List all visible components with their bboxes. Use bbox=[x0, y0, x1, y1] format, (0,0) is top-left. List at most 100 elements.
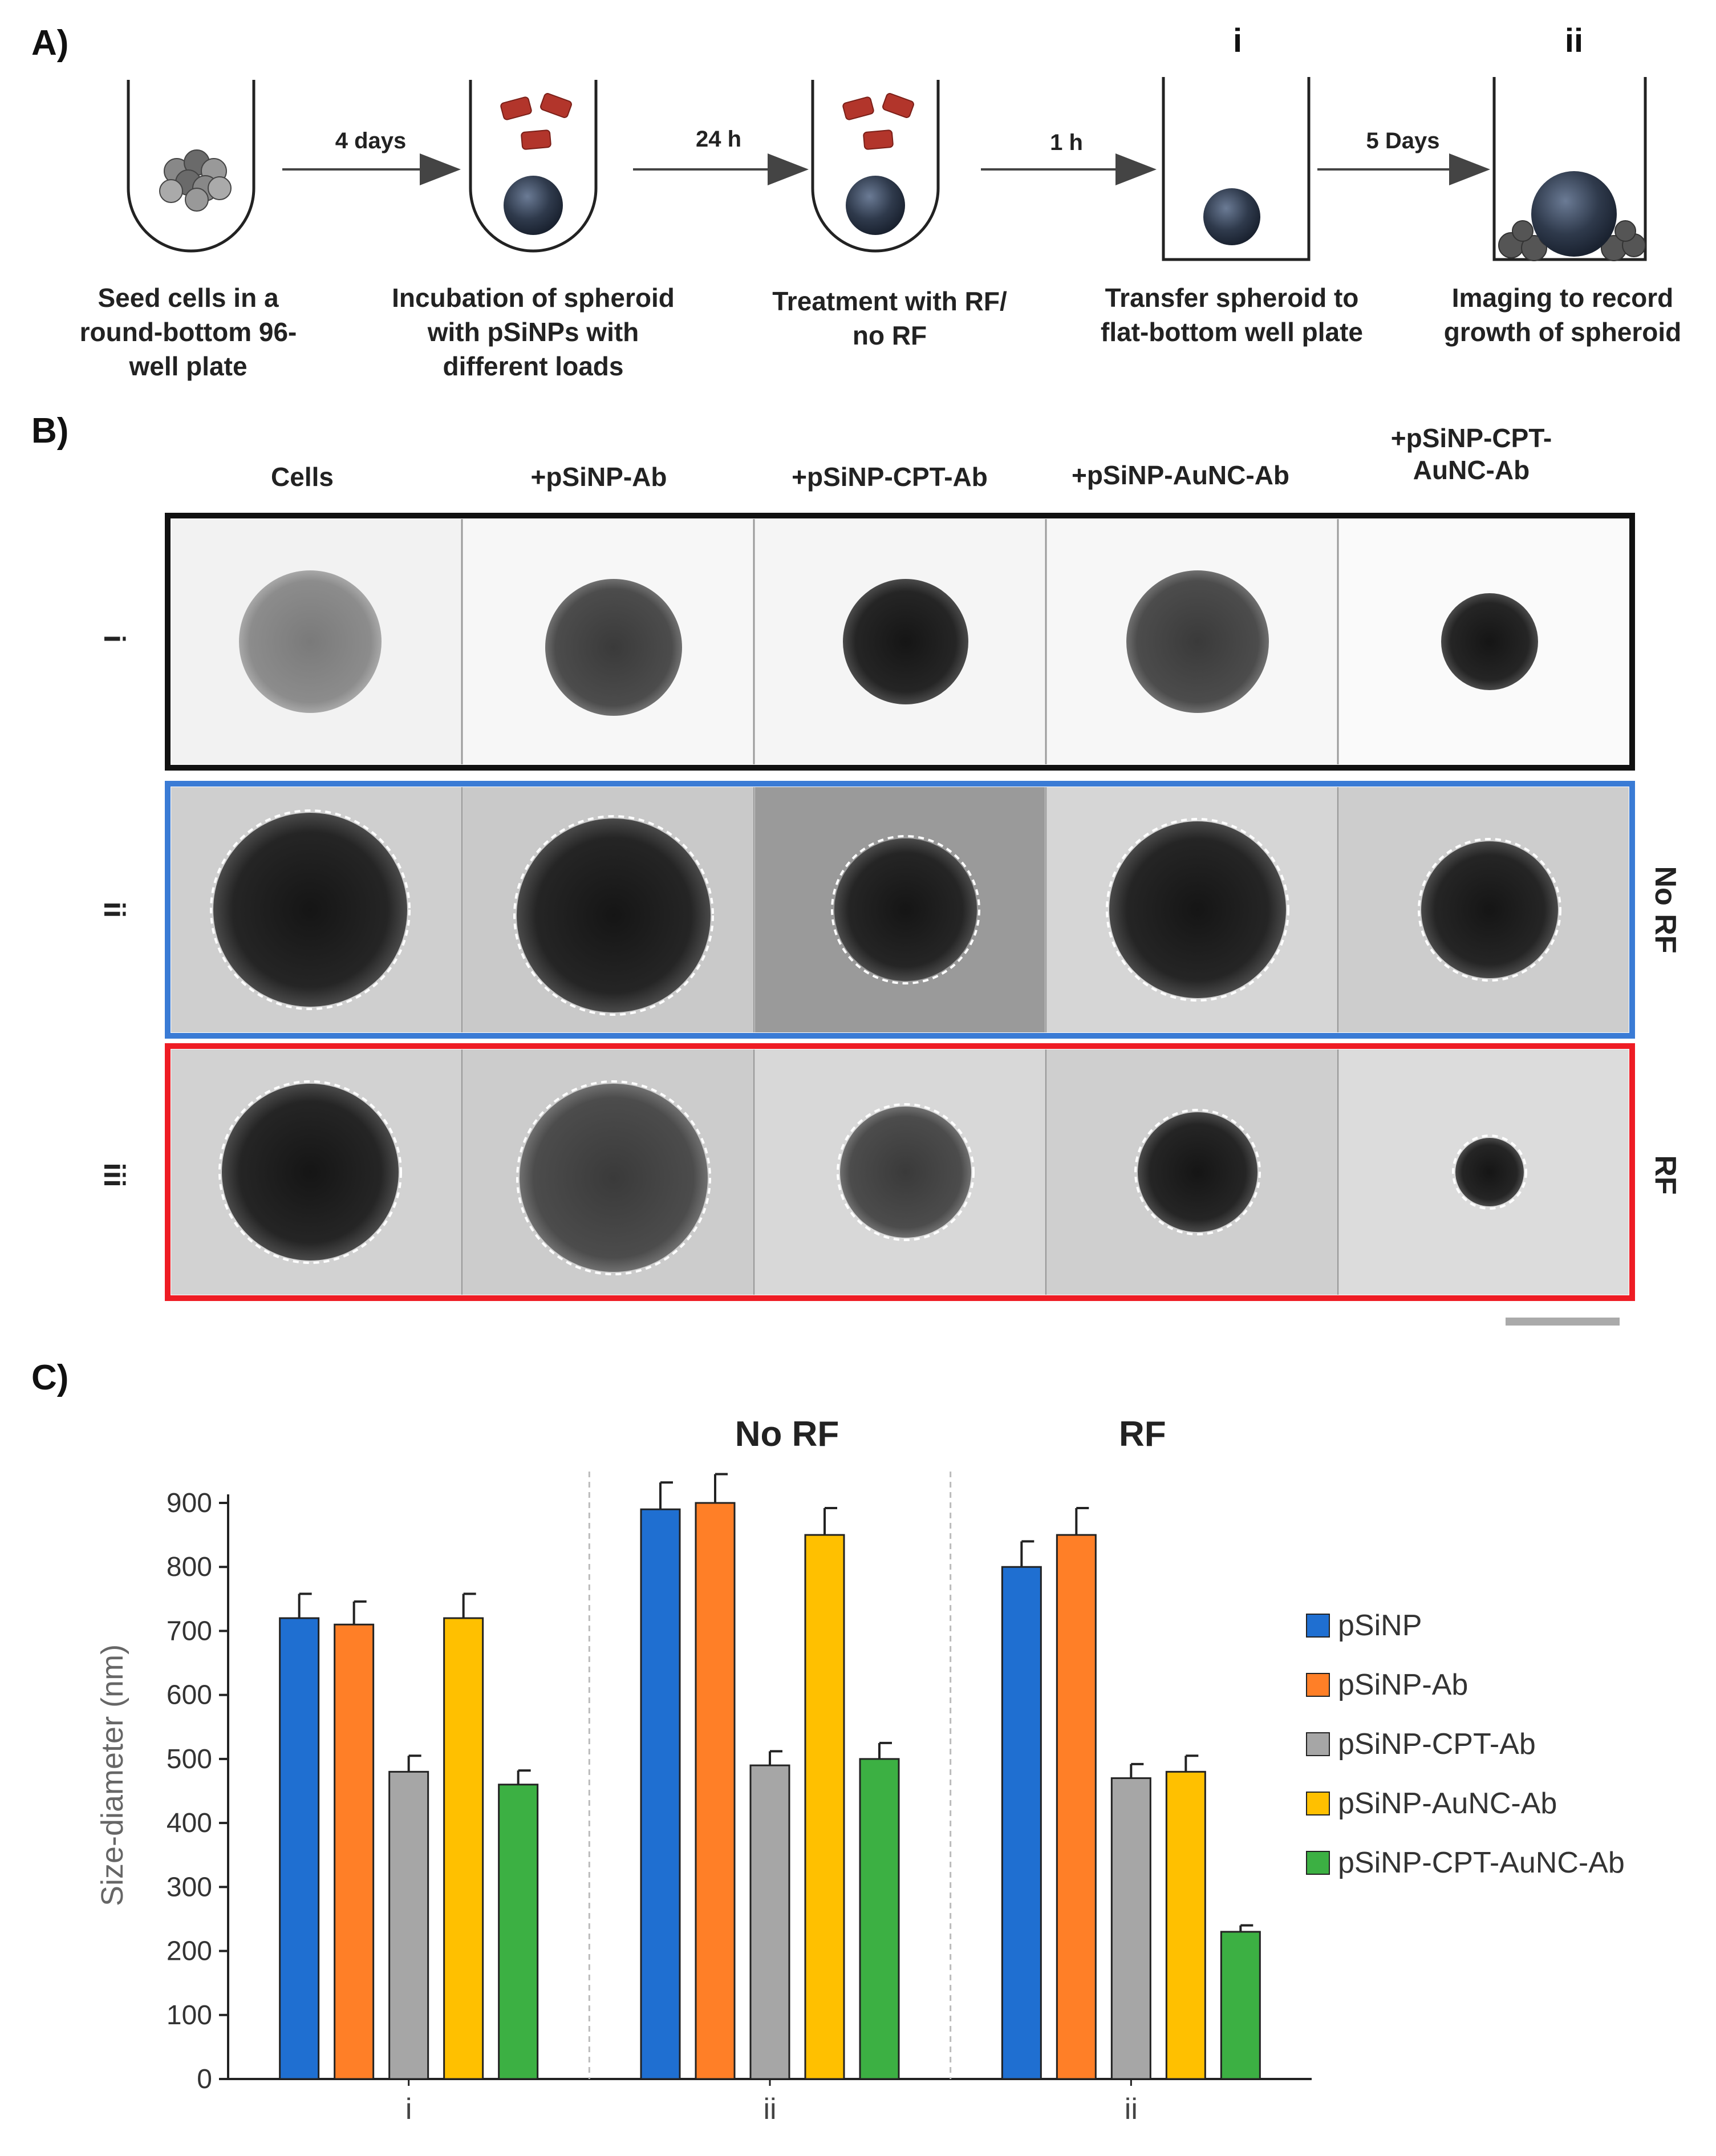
y-tick-label: 500 bbox=[167, 1744, 212, 1774]
spheroid-outline-ii-4 bbox=[1106, 818, 1289, 1002]
legend-label: pSiNP-CPT-Ab bbox=[1338, 1728, 1536, 1761]
y-tick-label: 300 bbox=[167, 1872, 212, 1902]
spheroid-outline-ii-3 bbox=[831, 835, 980, 984]
seed-cells bbox=[159, 149, 232, 212]
bar-pSiNP-AuNC-Ab-1 bbox=[443, 1617, 484, 2080]
legend-swatch bbox=[1306, 1792, 1330, 1815]
legend-label: pSiNP bbox=[1338, 1609, 1422, 1642]
spheroid-ii-3 bbox=[834, 838, 977, 981]
legend-item: pSiNP-Ab bbox=[1306, 1668, 1468, 1702]
row-roman-iii: iii bbox=[98, 1162, 131, 1188]
spheroid-outline-ii-5 bbox=[1418, 838, 1561, 982]
legend-label: pSiNP-AuNC-Ab bbox=[1338, 1787, 1557, 1820]
legend-item: pSiNP-AuNC-Ab bbox=[1306, 1786, 1557, 1821]
y-tick-label: 800 bbox=[167, 1552, 212, 1582]
y-tick-label: 100 bbox=[167, 2000, 212, 2031]
spheroid-outline-ii-1 bbox=[210, 809, 411, 1010]
bar-pSiNP-3 bbox=[1001, 1566, 1042, 2080]
well-flat-4 bbox=[1162, 77, 1311, 261]
spheroid-iii-4 bbox=[1138, 1112, 1257, 1232]
bar-pSiNP-CPT-Ab-1 bbox=[388, 1770, 429, 2080]
arrow-label-2: 24 h bbox=[695, 127, 742, 152]
x-tick-label: i bbox=[405, 2093, 412, 2126]
legend-label: pSiNP-CPT-AuNC-Ab bbox=[1338, 1846, 1625, 1879]
step-caption-3: Treatment with RF/ no RF bbox=[772, 286, 1007, 350]
arrow-label-3: 1 h bbox=[1050, 130, 1083, 155]
y-tick-label: 400 bbox=[167, 1808, 212, 1838]
arrow-label-4: 5 Days bbox=[1366, 128, 1440, 153]
bar-pSiNP-CPT-AuNC-Ab-1 bbox=[498, 1784, 539, 2080]
spheroid-3 bbox=[846, 176, 905, 235]
row-roman-ii: ii bbox=[98, 901, 131, 918]
bar-pSiNP-Ab-1 bbox=[334, 1623, 375, 2080]
col-head-psinp-cpt-ab: +pSiNP-CPT-Ab bbox=[792, 462, 988, 492]
arrow-label-1: 4 days bbox=[335, 128, 407, 153]
well-round-1 bbox=[127, 80, 255, 253]
bar-pSiNP-CPT-Ab-3 bbox=[1110, 1777, 1151, 2080]
spheroid-i-2 bbox=[545, 579, 682, 716]
spheroid-ii-2 bbox=[517, 818, 711, 1012]
scale-bar bbox=[1506, 1318, 1620, 1326]
spheroid-i-1 bbox=[239, 570, 382, 713]
side-label-rf: RF bbox=[1649, 1155, 1682, 1195]
y-tick-label: 900 bbox=[167, 1488, 212, 1518]
spheroid-outline-iii-5 bbox=[1452, 1134, 1527, 1210]
group-title: RF bbox=[1119, 1415, 1166, 1454]
bar-pSiNP-2 bbox=[640, 1508, 681, 2080]
legend-swatch bbox=[1306, 1732, 1330, 1756]
well-round-3 bbox=[811, 80, 940, 253]
row-frame-ii bbox=[165, 781, 1635, 1039]
chart-legend: pSiNP pSiNP-Ab pSiNP-CPT-Ab pSiNP-AuNC-Ab pS… bbox=[1306, 1608, 1705, 1916]
spheroid-i-3 bbox=[843, 579, 968, 704]
step-roman-i: i bbox=[1232, 22, 1243, 59]
row-frame-i bbox=[165, 513, 1635, 771]
bar-pSiNP-CPT-AuNC-Ab-3 bbox=[1220, 1931, 1261, 2080]
bar-chart: 0100200300400500600700800900Size-diamete… bbox=[95, 1415, 1312, 2126]
spheroid-ii-1 bbox=[213, 813, 407, 1007]
bar-pSiNP-CPT-AuNC-Ab-2 bbox=[859, 1758, 900, 2080]
panel-c-label: C) bbox=[31, 1358, 69, 1397]
legend-item: pSiNP-CPT-AuNC-Ab bbox=[1306, 1846, 1625, 1880]
spheroid-ii-5 bbox=[1421, 841, 1558, 978]
bar-pSiNP-CPT-Ab-2 bbox=[749, 1764, 790, 2080]
legend-label: pSiNP-Ab bbox=[1338, 1668, 1468, 1701]
step-caption-5: Imaging to record growth of spheroid bbox=[1443, 283, 1682, 347]
y-tick-label: 700 bbox=[167, 1616, 212, 1646]
y-tick-label: 0 bbox=[197, 2064, 212, 2094]
spheroid-outline-iii-1 bbox=[218, 1080, 402, 1264]
x-tick-label: ii bbox=[763, 2093, 776, 2126]
legend-item: pSiNP-CPT-Ab bbox=[1306, 1727, 1536, 1761]
spheroid-5 bbox=[1531, 171, 1617, 257]
spheroid-outline-iii-2 bbox=[516, 1080, 711, 1275]
panel-b-label: B) bbox=[31, 411, 69, 451]
step-caption-4: Transfer spheroid to flat-bottom well pl… bbox=[1101, 283, 1363, 347]
bar-pSiNP-AuNC-Ab-3 bbox=[1165, 1770, 1206, 2080]
well-flat-5 bbox=[1492, 77, 1647, 261]
x-tick-label: ii bbox=[1125, 2093, 1138, 2126]
spheroid-ii-4 bbox=[1109, 821, 1286, 998]
spheroid-outline-iii-4 bbox=[1134, 1109, 1261, 1235]
row-roman-i: i bbox=[98, 634, 131, 643]
nanoparticles-2 bbox=[500, 93, 572, 150]
spheroid-4 bbox=[1203, 188, 1260, 245]
legend-swatch bbox=[1306, 1673, 1330, 1697]
step-caption-2: Incubation of spheroid with pSiNPs with … bbox=[392, 283, 675, 381]
spheroid-iii-1 bbox=[222, 1084, 399, 1261]
nanoparticles-3 bbox=[842, 93, 914, 150]
spheroid-iii-3 bbox=[840, 1107, 971, 1238]
bar-pSiNP-AuNC-Ab-2 bbox=[804, 1534, 845, 2080]
legend-swatch bbox=[1306, 1851, 1330, 1875]
spheroid-outline-ii-2 bbox=[513, 815, 714, 1016]
legend-item: pSiNP bbox=[1306, 1608, 1422, 1643]
step-roman-ii: ii bbox=[1564, 22, 1584, 59]
bar-pSiNP-Ab-2 bbox=[695, 1502, 736, 2080]
spheroid-i-4 bbox=[1126, 570, 1269, 713]
col-head-psinp-aunc-ab: +pSiNP-AuNC-Ab bbox=[1071, 460, 1290, 490]
row-frame-iii bbox=[165, 1043, 1635, 1301]
col-head-psinp-cpt-aunc-ab: +pSiNP-CPT- AuNC-Ab bbox=[1390, 423, 1552, 485]
y-axis-label: Size-diameter (nm) bbox=[95, 1644, 129, 1906]
panel-a-label: A) bbox=[31, 23, 69, 63]
spheroid-iii-5 bbox=[1455, 1138, 1524, 1206]
micrograph-grid bbox=[165, 513, 1635, 1301]
y-tick-label: 200 bbox=[167, 1936, 212, 1967]
